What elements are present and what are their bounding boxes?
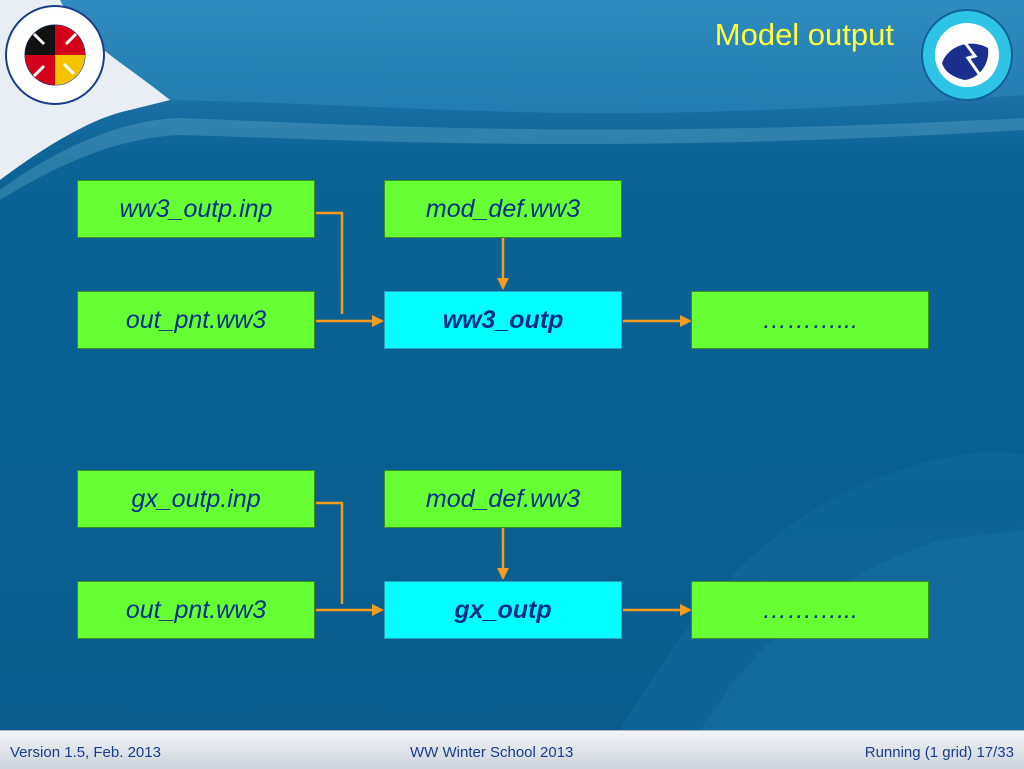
point-output-box-1: out_pnt.ww3: [77, 291, 315, 349]
arrow-inp-to-program-2: [316, 501, 344, 604]
program-box-1: ww3_outp: [384, 291, 622, 349]
footer-page-number: Running (1 grid) 17/33: [864, 744, 1014, 761]
flow-arrows: [316, 211, 692, 616]
footer-event: WW Winter School 2013: [410, 744, 574, 761]
slide-footer: Version 1.5, Feb. 2013 WW Winter School …: [0, 730, 1024, 769]
slide-title: Model output: [714, 17, 894, 52]
national-weather-service-logo-icon: [921, 9, 1013, 101]
model-def-box-1: mod_def.ww3: [384, 180, 622, 238]
university-of-maryland-seal-icon: [5, 5, 105, 105]
input-file-box-2: gx_outp.inp: [77, 470, 315, 528]
arrow-inp-to-program-1: [316, 211, 344, 314]
input-file-box-1: ww3_outp.inp: [77, 180, 315, 238]
result-box-1: ………...: [691, 291, 929, 349]
result-box-2: ………...: [691, 581, 929, 639]
point-output-box-2: out_pnt.ww3: [77, 581, 315, 639]
program-box-2: gx_outp: [384, 581, 622, 639]
footer-version: Version 1.5, Feb. 2013: [10, 744, 161, 761]
model-def-box-2: mod_def.ww3: [384, 470, 622, 528]
